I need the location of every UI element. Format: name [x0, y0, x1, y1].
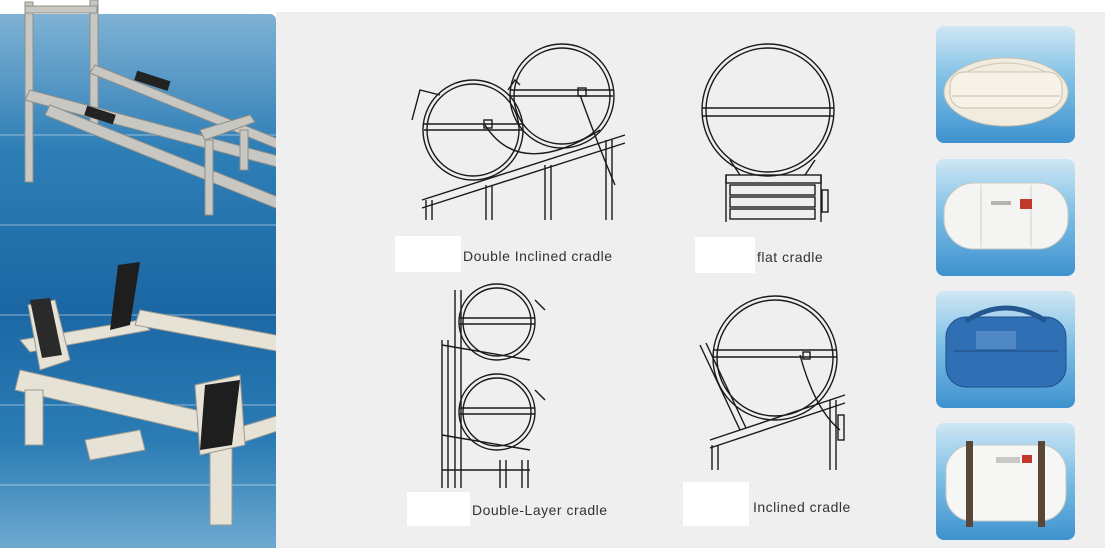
label-double-inclined-cradle: Double Inclined cradle [463, 248, 613, 264]
raft-photo-capsule [936, 26, 1075, 143]
sea-photo-background [0, 14, 276, 548]
label-tag-double-inclined [395, 236, 461, 272]
raft-photo-valise [936, 291, 1075, 408]
label-tag-inclined [683, 482, 749, 526]
label-inclined-cradle: Inclined cradle [753, 499, 851, 515]
raft-photo-strapped [936, 423, 1075, 540]
label-flat-cradle: flat cradle [757, 249, 824, 265]
label-double-layer-cradle: Double-Layer cradle [472, 502, 608, 518]
label-tag-double-layer [407, 492, 470, 526]
raft-photo-canister [936, 159, 1075, 276]
label-tag-flat [695, 237, 755, 273]
